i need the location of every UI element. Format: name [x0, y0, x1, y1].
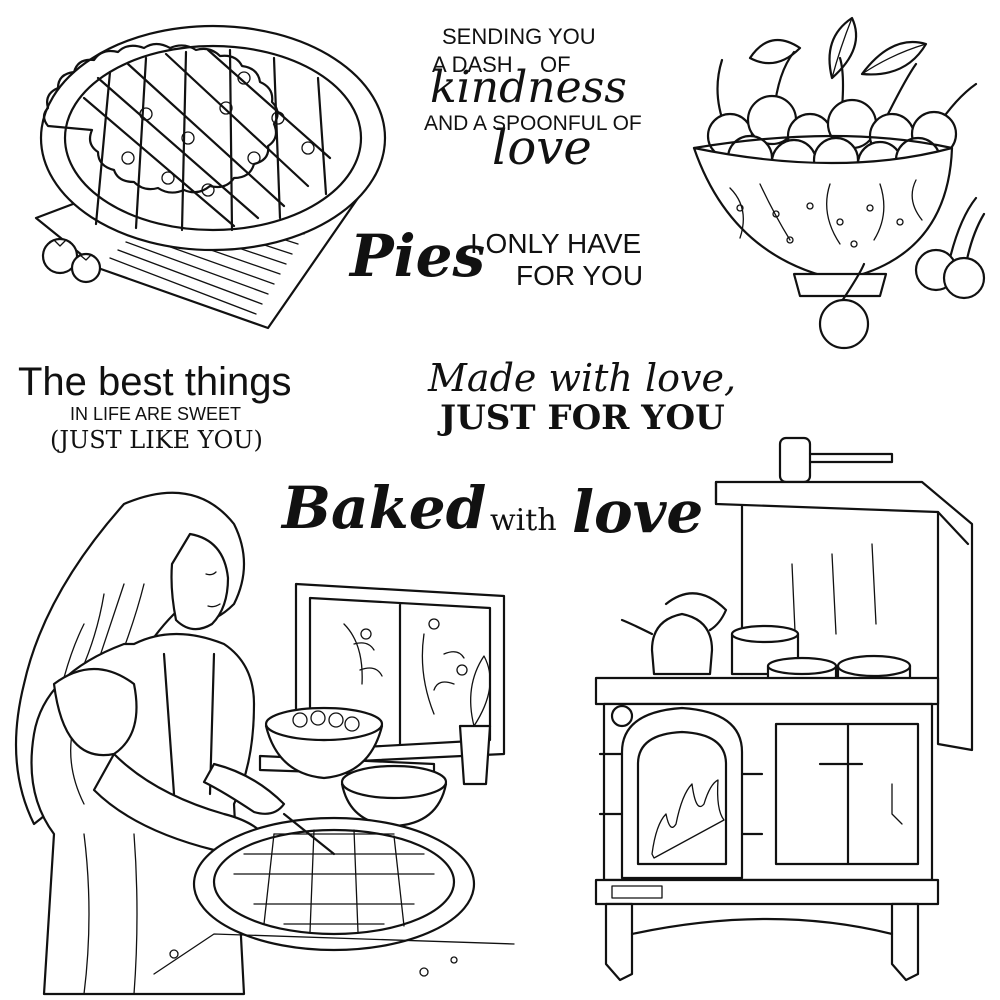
wood-stove-illustration [592, 434, 984, 986]
sentiment-script-line: Made with love, [428, 356, 737, 400]
sentiment-line: SPOONFUL OF [492, 112, 642, 135]
sentiment-line: (JUST LIKE YOU) [50, 426, 263, 454]
sentiment-line: I ONLY HAVE [470, 228, 642, 259]
sentiment-script-word: love [492, 120, 592, 176]
sentiment-line: OF [540, 52, 571, 77]
woman-baking-illustration [14, 474, 524, 996]
sentiment-line: JUST FOR YOU [440, 398, 725, 438]
sentiment-script-word: Baked [282, 474, 487, 542]
sentiment-line: AND A [424, 112, 488, 135]
sentiment-script-word: kindness [430, 62, 627, 113]
sentiment-line: The best things [18, 360, 292, 404]
sentiment-line: FOR YOU [516, 260, 644, 291]
sentiment-line: SENDING YOU [442, 24, 596, 49]
sentiment-line: A DASH [432, 52, 513, 77]
sentiment-script-word: Pies [350, 222, 486, 290]
sentiment-word: with [490, 503, 557, 538]
sentiment-script-word: love [572, 478, 704, 546]
cherry-bowl-illustration [690, 8, 990, 353]
sentiment-line: IN LIFE ARE SWEET [70, 404, 242, 424]
lattice-pie-illustration [18, 18, 398, 336]
